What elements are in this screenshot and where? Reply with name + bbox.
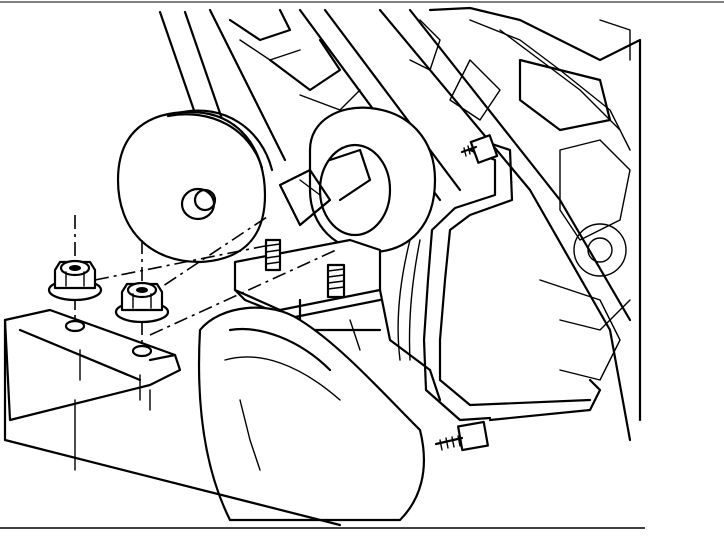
mounting-plate [3,308,342,527]
pulley [116,109,274,264]
hose [397,138,602,422]
top-accessory [228,8,361,111]
bracket [233,238,382,320]
hole-left [64,319,86,333]
stud-right [326,263,346,299]
nut-left [47,259,103,302]
stud-left [264,238,282,272]
hub [278,106,437,254]
hose-bolt [460,134,499,164]
engine-block [409,6,642,422]
hole-right [131,344,153,358]
plate-details [74,389,151,471]
lower-component [197,306,426,522]
nut-right [114,281,170,324]
bolt-bottom [434,420,489,452]
